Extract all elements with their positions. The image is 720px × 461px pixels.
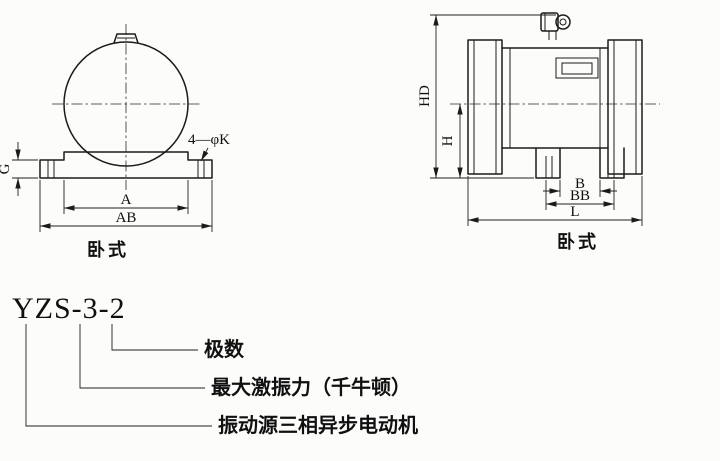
dim-label-L: L [570, 204, 579, 220]
annotation-pole-count: 极数 [204, 337, 245, 361]
right-end-shield [607, 39, 643, 175]
bolt-hole-callout: 4—φK [188, 132, 230, 162]
foot-bolt-slots [47, 160, 205, 178]
leader-line-4-phiK [200, 147, 209, 162]
dim-label-A: A [121, 192, 132, 208]
callout-line-pole-count [111, 324, 198, 351]
left-end-shield [467, 39, 503, 175]
motor-body-circle [63, 41, 189, 167]
dim-label-4-phiK: 4—φK [188, 132, 230, 148]
mounting-base [39, 151, 213, 179]
dimension-HD: HD [417, 14, 556, 179]
front-view: G 4—φK A AB 卧式 [0, 24, 230, 260]
annotation-motor-type: 振动源三相异步电动机 [218, 413, 418, 437]
dim-label-H: H [440, 135, 456, 146]
annotation-exciting-force: 最大激振力（千牛顿） [211, 375, 411, 399]
nameplate-inner [561, 62, 593, 75]
dimension-A: A [63, 180, 189, 214]
top-boss [113, 33, 139, 44]
dimension-AB: AB [39, 180, 213, 232]
dimension-BB: BB [545, 180, 615, 210]
dimension-G: G [0, 142, 38, 196]
callout-line-motor-type [25, 324, 212, 427]
dimension-L: L [467, 176, 643, 226]
model-designation: YZS-3-2 极数 最大激振力（千牛顿） 振动源三相异步电动机 [12, 292, 418, 437]
nameplate [555, 57, 599, 79]
dim-label-B: B [575, 176, 585, 192]
side-view-caption: 卧式 [557, 231, 599, 252]
callout-line-exciting-force [79, 324, 205, 389]
lifting-eye [540, 12, 571, 40]
mounting-feet-side [535, 147, 625, 179]
dim-label-AB: AB [116, 210, 137, 226]
front-view-caption: 卧式 [87, 239, 129, 260]
model-code: YZS-3-2 [12, 292, 126, 325]
side-view: HD H B BB L 卧式 [417, 12, 660, 252]
motor-housing-side [467, 39, 643, 175]
dimension-H: H [440, 104, 463, 178]
dim-label-BB: BB [570, 188, 590, 204]
dim-label-G: G [0, 163, 13, 174]
dim-label-HD: HD [417, 85, 433, 107]
